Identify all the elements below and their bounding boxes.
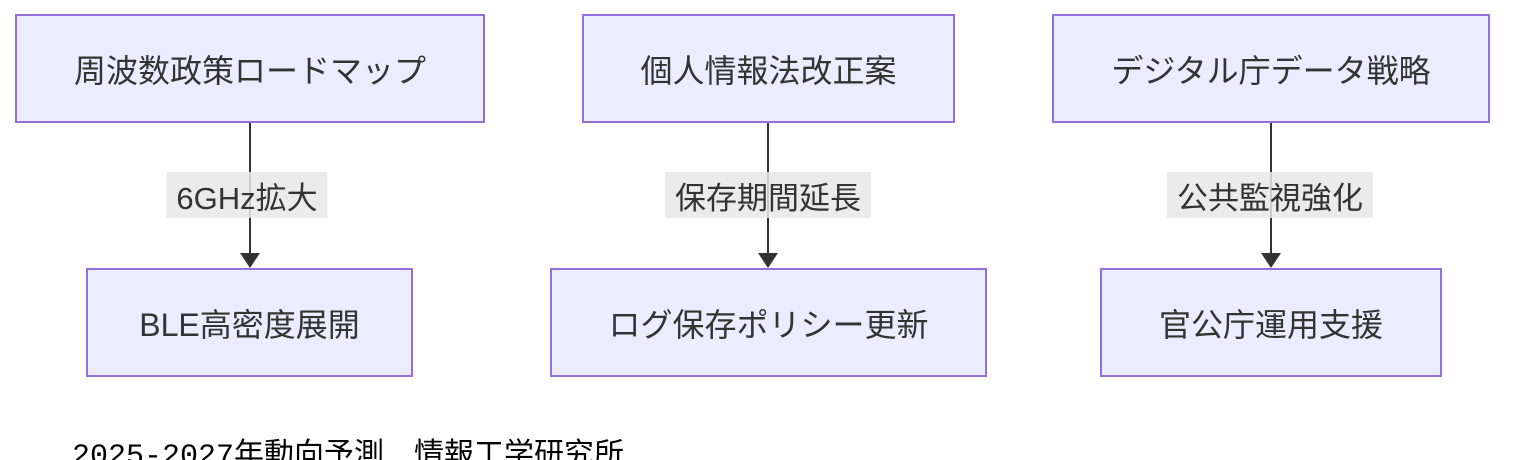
node-label: 周波数政策ロードマップ <box>73 52 426 89</box>
edge-label-3: 公共監視強化 <box>1167 172 1373 218</box>
node-label: デジタル庁データ戦略 <box>1111 52 1431 89</box>
arrow-down-icon-2 <box>758 253 778 268</box>
arrow-down-icon-3 <box>1261 253 1281 268</box>
node-label: 官公庁運用支援 <box>1158 306 1383 343</box>
diagram-caption: 2025-2027年動向予測 情報工学研究所 <box>0 403 624 460</box>
arrow-down-icon-1 <box>240 253 260 268</box>
edge-label-text: 公共監視強化 <box>1177 180 1363 216</box>
diagram-caption-text: 2025-2027年動向予測 情報工学研究所 <box>72 439 624 460</box>
edge-label-2: 保存期間延長 <box>665 172 871 218</box>
node-source-digital-agency: デジタル庁データ戦略 <box>1052 14 1490 123</box>
edge-label-text: 保存期間延長 <box>675 180 861 216</box>
edge-label-text: 6GHz拡大 <box>176 180 318 216</box>
node-label: ログ保存ポリシー更新 <box>608 306 929 343</box>
node-source-privacy-law: 個人情報法改正案 <box>582 14 955 123</box>
node-target-gov-support: 官公庁運用支援 <box>1100 268 1442 377</box>
node-target-log-policy: ログ保存ポリシー更新 <box>550 268 987 377</box>
node-label: 個人情報法改正案 <box>640 52 897 89</box>
node-source-spectrum-roadmap: 周波数政策ロードマップ <box>15 14 485 123</box>
node-label: BLE高密度展開 <box>139 306 360 343</box>
node-target-ble-deployment: BLE高密度展開 <box>86 268 413 377</box>
edge-label-1: 6GHz拡大 <box>166 172 328 218</box>
